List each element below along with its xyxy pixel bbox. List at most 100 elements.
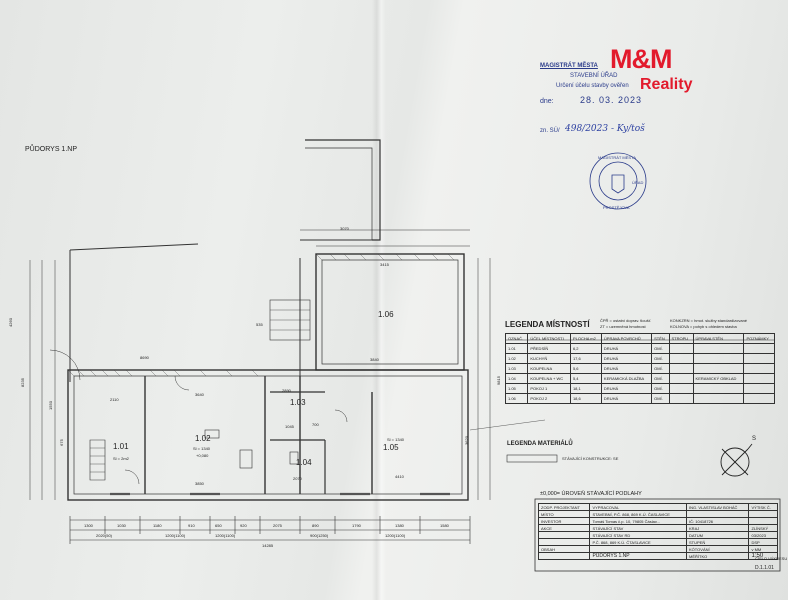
- header-cell: OZNAČ.: [504, 333, 529, 344]
- dim: 8690: [140, 355, 149, 360]
- table-cell: ING. VLASTISLAV BOHÁČ: [686, 503, 750, 511]
- table-cell: OMÍ.: [651, 343, 670, 354]
- table-header-row: OZNAČ. ÚČEL MÍSTNOSTI PLOCHA m2 ÚPRAVA P…: [504, 333, 775, 344]
- table-cell: [668, 393, 694, 404]
- table-cell: [537, 538, 591, 546]
- dim: 2070: [293, 476, 302, 481]
- table-cell: STAVEBNÍ, P.Č. 868, 869 K.Ú. ČASLAVICE: [589, 510, 688, 518]
- table-row: 1.06 POKOJ 2 18,6 DRUHÁ OMÍ.: [504, 393, 775, 404]
- table-cell: P.Č. 868, 869 K.Ú. ČTASLAVICE: [589, 538, 688, 546]
- room-1-04: 1.04: [296, 458, 312, 467]
- dim: 700: [312, 422, 319, 427]
- table-cell: Tomáš Tomas č.p. 10, 79805 Čáslav...: [589, 517, 688, 525]
- table-cell: 6,2: [569, 343, 602, 354]
- table-cell: OMÍ.: [651, 393, 670, 404]
- table-cell: OBSAH: [537, 545, 591, 553]
- dim: 3840: [370, 357, 379, 362]
- header-cell: PLOCHA m2: [569, 333, 602, 344]
- table-cell: 1.01: [504, 343, 529, 354]
- dim: 1550: [47, 401, 53, 410]
- drawing-title: PŮDORYS 1.NP: [25, 146, 77, 153]
- table-cell: [743, 393, 775, 404]
- dim: 1580: [440, 523, 449, 528]
- round-seal-top: MAGISTRÁT MĚSTA: [598, 155, 636, 160]
- roof-line: [69, 243, 199, 251]
- table-cell: [692, 343, 745, 354]
- dim: 1380: [395, 523, 404, 528]
- stamp-ref-label: zn. SÚ/: [540, 128, 560, 134]
- dim: 2020(50): [96, 533, 113, 538]
- dim: 1200(1100): [385, 533, 406, 538]
- table-cell: [668, 383, 694, 394]
- dim: 4260: [7, 318, 13, 327]
- table-cell: STÁVAJÍCÍ STAV: [589, 524, 688, 532]
- dim: 8235: [19, 378, 25, 387]
- table-cell: KERAMICKÝ OBKLAD: [692, 373, 745, 384]
- table-cell: [743, 383, 775, 394]
- stamp-authority: MAGISTRÁT MĚSTA: [540, 63, 598, 69]
- table-cell: 1.04: [504, 373, 529, 384]
- table-cell: [686, 510, 750, 518]
- north-arrow-icon: [720, 443, 753, 477]
- table-row: PŮDORYS 1.NP MĚŘÍTKO 1:50: [537, 552, 778, 560]
- table-cell: KUCHYŇ: [527, 353, 571, 364]
- table-cell: DSP: [748, 538, 778, 546]
- table-cell: MĚŘÍTKO: [686, 552, 750, 560]
- table-cell: POKOJ 1: [527, 383, 571, 394]
- stamp-date: 28. 03. 2023: [580, 95, 643, 105]
- stamp-office: STAVEBNÍ ÚŘAD: [570, 73, 618, 79]
- table-cell: VÝTISK Č.: [748, 503, 778, 511]
- room-1-01-area: Sl = 2m2: [113, 456, 129, 461]
- dim: 1200(1100): [165, 533, 186, 538]
- dim: 535: [256, 322, 263, 327]
- table-cell: STÁVAJÍCÍ STAV RD: [589, 531, 688, 539]
- table-cell: [743, 373, 775, 384]
- legend-note: KONKZRN = hmot. služby standardizované: [670, 318, 748, 323]
- table-cell: DATUM: [686, 531, 750, 539]
- table-row: P.Č. 868, 869 K.Ú. ČTASLAVICE STUPEŇ DSP: [537, 538, 778, 546]
- dim: 1045: [285, 424, 294, 429]
- sheet-label: ČÍSLO VÝKRESU: [755, 556, 788, 561]
- table-cell: [692, 383, 745, 394]
- table-cell: [537, 552, 591, 560]
- table-cell: 18,1: [569, 383, 602, 394]
- material-swatch: [506, 454, 558, 463]
- sheet-number: D.1.1.01: [755, 565, 774, 571]
- dim: 3070: [340, 226, 349, 231]
- table-cell: 03/2023: [748, 531, 778, 539]
- table-row: AKCE STÁVAJÍCÍ STAV KRAJ ZLÍNSKÝ: [537, 524, 778, 532]
- table-cell: v MM: [748, 545, 778, 553]
- table-cell: OMÍ.: [651, 353, 670, 364]
- table-cell: [692, 353, 745, 364]
- dim: 890: [312, 523, 319, 528]
- table-cell: 1.02: [504, 353, 529, 364]
- header-cell: STROPU: [668, 333, 694, 344]
- dim: 3640: [195, 392, 204, 397]
- table-cell: [743, 343, 775, 354]
- dim: 3620: [463, 436, 469, 445]
- header-cell: ÚPRAVA STĚN: [692, 333, 745, 344]
- dim: 2110: [110, 397, 119, 402]
- north-label: S: [752, 436, 757, 442]
- table-cell: 1.06: [504, 393, 529, 404]
- title-block: ZODP. PROJEKTANT VYPRACOVAL ING. VLASTIS…: [537, 503, 778, 560]
- table-cell: [743, 363, 775, 374]
- dim: 675: [58, 439, 64, 446]
- dim: 3850: [195, 481, 204, 486]
- round-seal-icon: [589, 152, 647, 210]
- table-cell: KOUPELNA: [527, 363, 571, 374]
- table-cell: DRUHÁ: [600, 353, 653, 364]
- table-cell: VYPRACOVAL: [589, 503, 688, 511]
- table-row: 1.01 PŘEDSÍŇ 6,2 DRUHÁ OMÍ.: [504, 343, 775, 354]
- stamp-date-label: dne:: [540, 98, 554, 105]
- table-cell: [748, 510, 778, 518]
- table-cell: [668, 353, 694, 364]
- legend-note: KOLNOVA = pohyb s ohledem stavba: [670, 324, 737, 329]
- table-cell: IČ: 10418726: [686, 517, 750, 525]
- stamp-purpose: Určení účelu stavby ověřen: [556, 83, 629, 89]
- room-1-05-area: Sl = 1340: [387, 437, 405, 442]
- table-cell: INVESTOR: [537, 517, 591, 525]
- dim: 910: [188, 523, 195, 528]
- level-note: ±0,000= ÚROVEŇ STÁVAJÍCÍ PODLAHY: [540, 491, 642, 497]
